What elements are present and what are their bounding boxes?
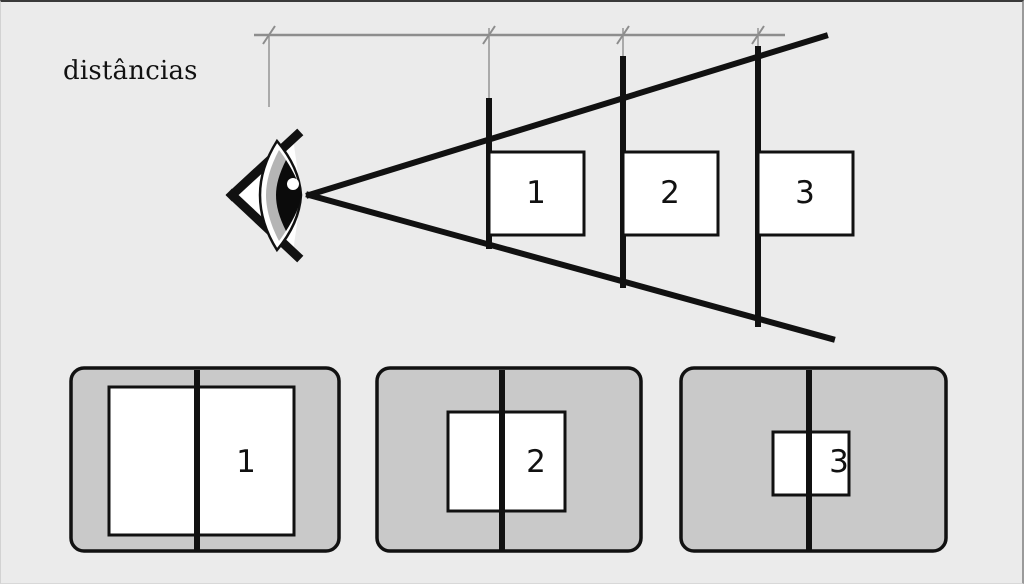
view-panel-1-label: 1 xyxy=(236,444,256,480)
view-panel-3 xyxy=(679,366,948,553)
view-panel-3-label: 3 xyxy=(829,444,849,480)
cone-lower-ray xyxy=(305,191,836,343)
tick-mark-eye-icon xyxy=(262,25,276,45)
view-panel-2 xyxy=(375,366,643,553)
scene-objects xyxy=(487,150,855,237)
tick-mark-1-icon xyxy=(482,25,496,45)
scene-object-square-3 xyxy=(756,150,855,237)
scene-object-square-2 xyxy=(621,150,720,237)
view-panel-2-label: 2 xyxy=(526,444,546,480)
eye-icon-pupil xyxy=(276,160,301,231)
cone-upper-ray xyxy=(305,32,829,199)
scene-object-square-1 xyxy=(487,150,586,237)
tick-mark-2-icon xyxy=(616,25,630,45)
eye-icon xyxy=(225,128,304,263)
distancias-label: distâncias xyxy=(63,56,198,86)
view-panel-2-object xyxy=(446,410,567,513)
tick-mark-3-icon xyxy=(751,25,765,45)
scene-object-label-2: 2 xyxy=(660,175,680,211)
dimension-ruler xyxy=(254,25,785,107)
view-panel-1 xyxy=(69,366,341,553)
view-cone xyxy=(305,32,836,343)
scene-object-label-1: 1 xyxy=(526,175,546,211)
scene-object-label-3: 3 xyxy=(795,175,815,211)
view-panel-1-object xyxy=(107,385,296,537)
eye-icon-highlight xyxy=(287,178,299,190)
